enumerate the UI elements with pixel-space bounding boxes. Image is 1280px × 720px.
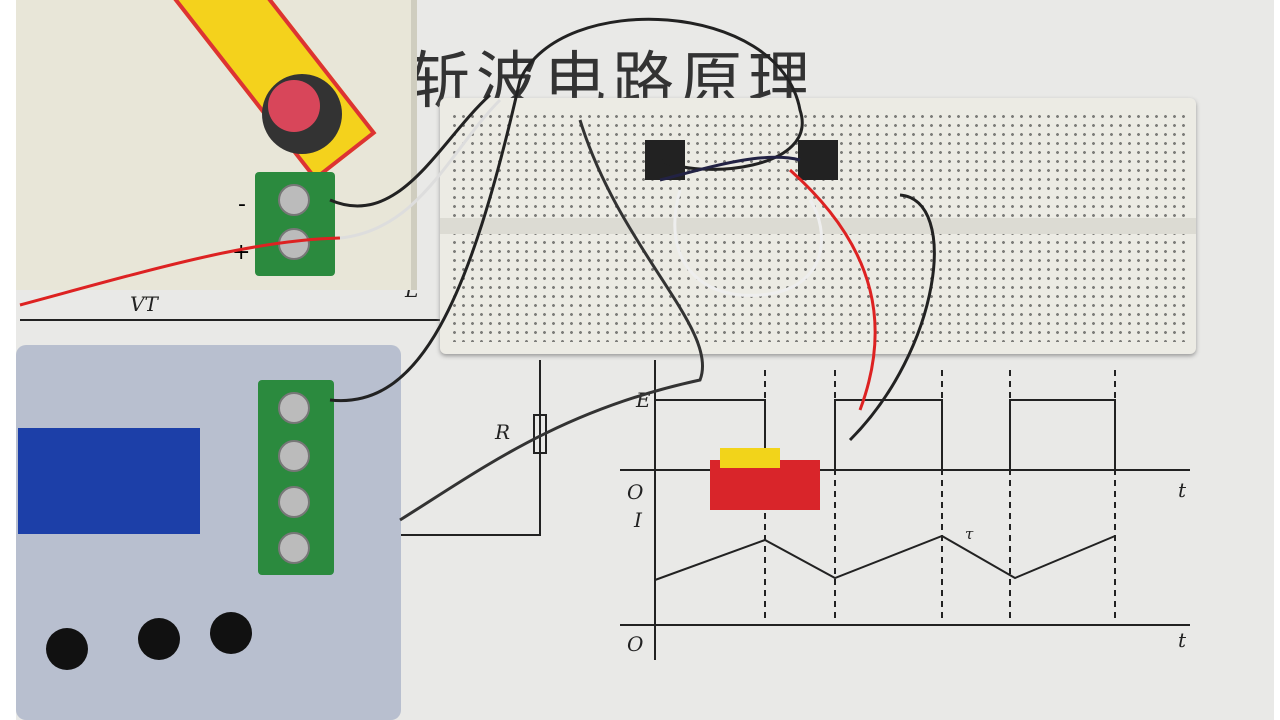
controller-button-1[interactable]	[46, 628, 88, 670]
label-o1: O	[627, 480, 644, 504]
label-r: R	[495, 420, 511, 444]
label-vt: VT	[130, 292, 158, 316]
controller-button-3[interactable]	[210, 612, 252, 654]
transistor-1	[645, 140, 685, 180]
plus-sign: +	[232, 240, 251, 265]
screw	[278, 532, 310, 564]
screw	[278, 440, 310, 472]
screw	[278, 184, 310, 216]
label-t2: t	[1178, 628, 1187, 652]
knob-cap	[268, 80, 320, 132]
label-i: I	[634, 508, 642, 532]
label-tau: τ	[965, 525, 974, 543]
screw	[278, 486, 310, 518]
voltage-waveform	[655, 399, 1116, 471]
breadboard-channel	[440, 218, 1196, 234]
minus-sign: -	[238, 192, 246, 217]
controller-button-2[interactable]	[138, 618, 180, 660]
screw	[278, 392, 310, 424]
current-waveform	[654, 534, 1116, 581]
transistor-2	[798, 140, 838, 180]
lcd-display	[18, 428, 200, 534]
label-o2: O	[627, 632, 644, 656]
transformer	[710, 440, 830, 530]
label-t1: t	[1178, 478, 1187, 502]
